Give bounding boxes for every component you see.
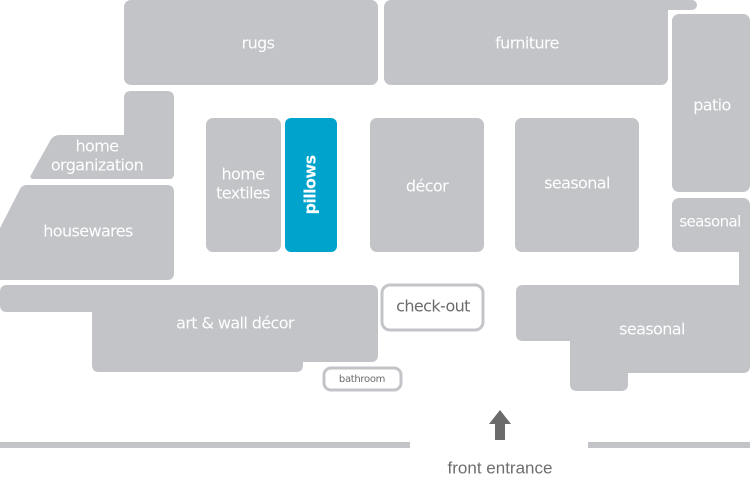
zone-label-patio: patio	[693, 96, 730, 115]
zone-label-art-wall-decor: art & wall décor	[176, 314, 295, 333]
front-wall-right	[588, 442, 750, 448]
zone-seasonal-center[interactable]: seasonal	[515, 118, 639, 252]
zone-patio[interactable]: patio	[672, 14, 750, 192]
zone-furniture[interactable]: furniture	[384, 0, 697, 85]
front-entrance-label: front entrance	[448, 458, 553, 477]
zone-seasonal-bottom[interactable]: seasonal	[516, 285, 750, 391]
zone-label-decor: décor	[406, 177, 449, 196]
zone-housewares[interactable]: housewares	[0, 185, 174, 280]
arrow-up-icon	[489, 410, 511, 440]
front-wall-left	[0, 442, 410, 448]
zone-label-rugs: rugs	[242, 34, 275, 53]
zone-label-housewares: housewares	[43, 222, 133, 241]
zone-label-seasonal-center: seasonal	[544, 174, 610, 193]
zone-label-furniture: furniture	[495, 34, 559, 53]
zone-home-textiles[interactable]: home textiles	[206, 118, 281, 252]
zone-art-wall-decor[interactable]: art & wall décor	[0, 285, 378, 372]
zone-label-home-textiles-line2: textiles	[216, 184, 270, 203]
zone-label-home-organization-line1: home	[76, 137, 119, 156]
zone-label-home-organization-line2: organization	[51, 156, 143, 175]
zone-label-bathroom: bathroom	[339, 374, 385, 385]
zone-decor[interactable]: décor	[370, 118, 484, 252]
zone-rugs[interactable]: rugs	[124, 0, 378, 85]
zone-label-seasonal-right: seasonal	[679, 213, 740, 231]
zone-check-out[interactable]: check-out	[380, 283, 485, 332]
zone-bathroom[interactable]: bathroom	[322, 366, 403, 392]
zone-label-seasonal-bottom: seasonal	[619, 320, 685, 339]
zone-seasonal-right[interactable]: seasonal	[672, 198, 750, 290]
zone-label-home-textiles-line1: home	[222, 165, 265, 184]
zone-home-organization[interactable]: home organization	[30, 91, 174, 179]
zone-pillows[interactable]: pillows	[285, 118, 337, 252]
zone-label-pillows: pillows	[301, 155, 320, 214]
zone-label-check-out: check-out	[396, 297, 470, 316]
